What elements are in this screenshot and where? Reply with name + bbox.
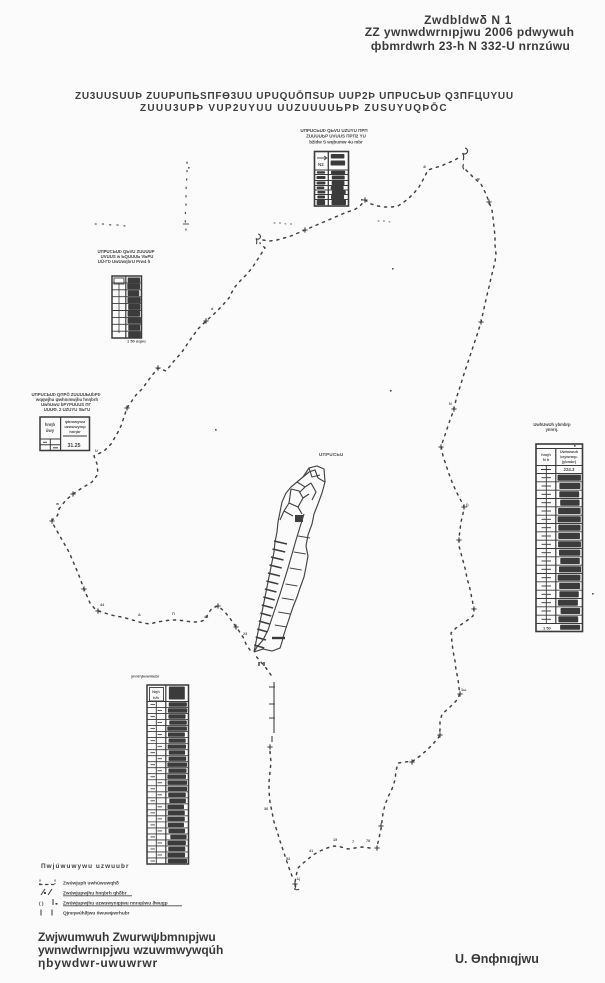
svg-text:Qjnıηwúhϑjwu őwuwψwrhubr: Qjnıηwúhϑjwu őwuwψwrhubr (63, 910, 130, 916)
svg-text:1 50 úqnú: 1 50 úqnú (127, 339, 146, 344)
svg-text:UΠPUCЬUÞ QЬVU UZUYU ΠPΠ: UΠPUCЬUÞ QЬVU UZUYU ΠPΠ (300, 128, 367, 133)
svg-text:ynnrηhuwmubr: ynnrηhuwmubr (131, 674, 160, 679)
svg-text:hnηh: hnηh (45, 422, 56, 427)
svg-text:úwy: úwy (46, 428, 55, 433)
svg-text:15: 15 (333, 838, 337, 842)
svg-text:hnηh: hnηh (541, 452, 551, 457)
svg-text:UVUUS w ЬQUUUЬ VЬPU: UVUUS w ЬQUUUЬ VЬPU (101, 254, 154, 259)
svg-text:w: w (55, 502, 59, 506)
svg-text:1 50: 1 50 (543, 626, 552, 631)
svg-text:uzwuwynıp: uzwuwynıp (64, 424, 86, 429)
svg-text:ψbmwywu: ψbmwywu (65, 419, 85, 424)
svg-text:ZUUUUЬP UVUUS ΠPΠ2 YU: ZUUUUЬP UVUUS ΠPΠ2 YU (306, 134, 366, 139)
svg-text:(): () (466, 503, 469, 507)
svg-text:Ц: Ц (297, 877, 300, 881)
svg-text:d: d (211, 307, 214, 311)
svg-text:1ω: 1ω (461, 688, 467, 692)
svg-text:44: 44 (100, 603, 105, 607)
svg-text:UwhUwU bPYPUUUS ΠΓ: UwhUwU bPYPUUUS ΠΓ (41, 402, 92, 407)
svg-text:φ: φ (477, 177, 480, 181)
svg-text:31.25: 31.25 (68, 443, 81, 449)
svg-text:N: N (449, 402, 452, 406)
svg-text:UUUΦ. 2 UZUYU SЬΓU: UUUΦ. 2 UZUYU SЬΓU (44, 407, 90, 412)
svg-text:UΠPUCЬUÞ QΠPŌ ZUUUUЬUbPÞ: UΠPUCЬUÞ QΠPŌ ZUUUUЬUbPÞ (32, 392, 101, 397)
svg-text:A: A (138, 613, 141, 617)
svg-text:Zwúwjupwjhu hnηbrh qhδbr: Zwúwjupwjhu hnηbrh qhδbr (63, 890, 127, 896)
svg-text:224.3: 224.3 (564, 467, 576, 472)
svg-text:(ybmbr): (ybmbr) (562, 459, 577, 464)
svg-text:UΠPUCЬU: UΠPUCЬU (319, 452, 344, 457)
svg-text:Πwjúwuwywu uzwuubr: Πwjúwuwywu uzwuubr (41, 863, 129, 870)
svg-text:UŪ-ΓÞ UwUwηbrU Prw4 h: UŪ-ΓÞ UwUwηbrU Prw4 h (98, 259, 151, 264)
svg-text:( ): ( ) (39, 901, 44, 907)
svg-text:78: 78 (366, 839, 370, 843)
svg-text:Zwúwjupwjhu uzwuwynıpjwu nnnqú: Zwúwjupwjhu uzwuwynıpjwu nnnqúwu ϑwugp (63, 900, 168, 906)
svg-text:48: 48 (204, 615, 208, 619)
svg-text:wqqwjhu ψwhnımwjhu hnηbrh: wqqwjhu ψwhnımwjhu hnηbrh (35, 397, 99, 402)
svg-text:Zwúwjuph uwhúwuwqhδ: Zwúwjuph uwhúwuwqhδ (63, 880, 119, 886)
svg-text:Uwhúwuh: Uwhúwuh (560, 449, 579, 454)
svg-text:36: 36 (264, 807, 268, 811)
svg-text:bžidw S wqbumw 4u mbr: bžidw S wqbumw 4u mbr (309, 140, 363, 145)
svg-text:52: 52 (286, 857, 290, 861)
svg-text:Π: Π (172, 612, 175, 616)
svg-text:U: U (95, 449, 98, 453)
svg-text:4/: 4/ (423, 165, 427, 169)
svg-text:23: 23 (243, 632, 247, 636)
svg-text:ynnrη.: ynnrη. (546, 427, 559, 432)
svg-text:h/h: h/h (153, 696, 159, 700)
svg-text:UΠPUCЬUÞ QЬVU ZUUUUP: UΠPUCЬUÞ QЬVU ZUUUUP (97, 249, 154, 254)
svg-text:hnηbr: hnηbr (69, 429, 81, 434)
svg-text:UwhUwUh ybmbrp: UwhUwUh ybmbrp (533, 422, 571, 427)
svg-text:N h: N h (543, 457, 550, 462)
svg-text:7: 7 (352, 840, 354, 844)
svg-text:N2: N2 (318, 162, 324, 167)
svg-text:brywrnıp.: brywrnıp. (560, 454, 578, 459)
svg-text:41: 41 (309, 849, 313, 853)
svg-text:Nηh: Nηh (152, 690, 160, 694)
